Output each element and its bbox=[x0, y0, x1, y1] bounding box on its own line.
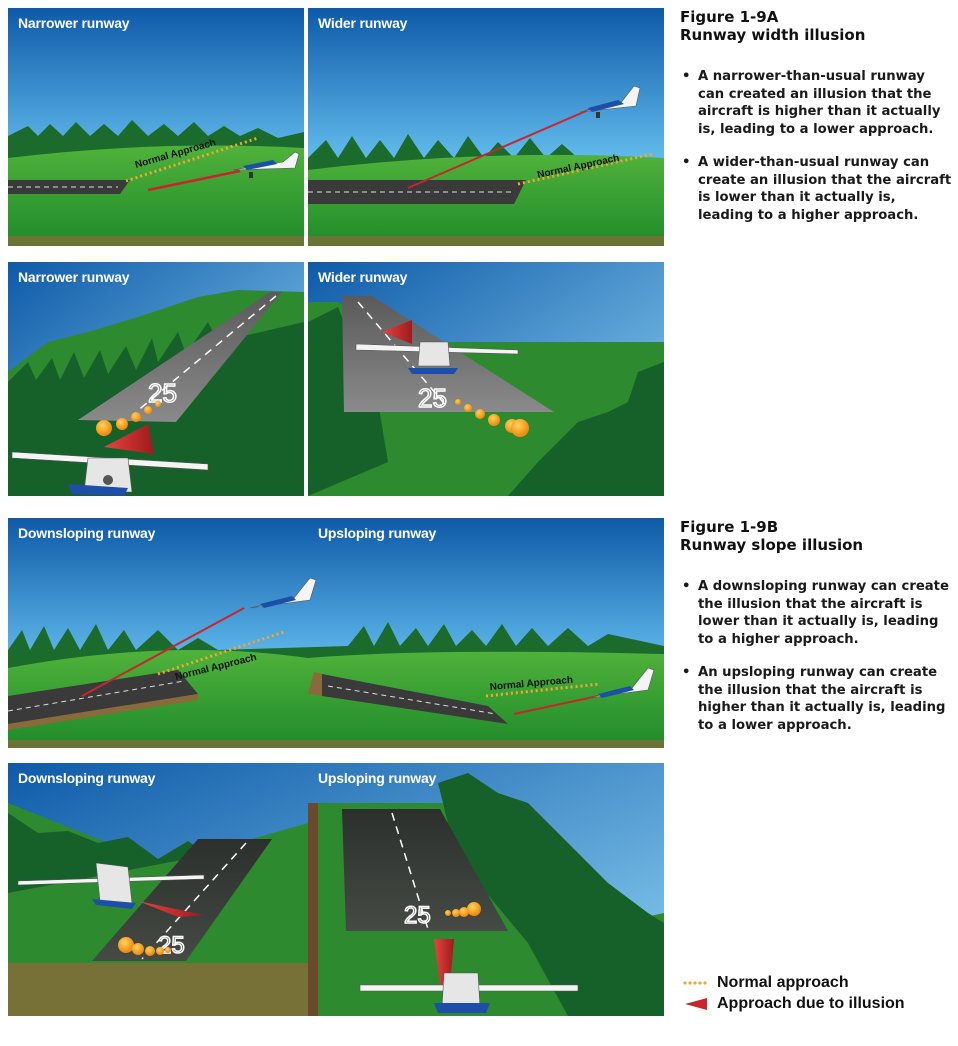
panel-slope-view: 25 25 Downslopin bbox=[8, 763, 664, 1016]
runway-number: 25 bbox=[404, 902, 431, 929]
panel-wider-view: 25 Wider runway bbox=[308, 262, 664, 496]
illusion-approach-path bbox=[407, 107, 594, 189]
runway bbox=[8, 180, 130, 194]
illusion-wedge bbox=[104, 424, 154, 454]
illusion-wedge bbox=[382, 320, 412, 344]
scene-wider-view: 25 bbox=[308, 262, 664, 496]
legend-normal: Normal approach bbox=[683, 972, 905, 993]
runway-number: 25 bbox=[148, 378, 177, 408]
normal-approach-balls bbox=[455, 399, 529, 437]
normal-approach-balls bbox=[118, 902, 481, 956]
normal-approach-path bbox=[157, 630, 285, 676]
dotted-line-icon bbox=[683, 980, 707, 985]
panel-label: Upsloping runway bbox=[318, 770, 437, 786]
panel-label: Downsloping runway bbox=[18, 525, 156, 541]
panel-label: Upsloping runway bbox=[318, 525, 437, 541]
panel-label: Narrower runway bbox=[18, 15, 130, 31]
tree-line bbox=[8, 813, 208, 893]
figure-b-title: Figure 1-9B Runway slope illusion bbox=[680, 518, 863, 554]
bullet-item: A wider-than-usual runway can create an … bbox=[680, 154, 952, 224]
airplane-icon bbox=[17, 862, 205, 909]
airplane-icon bbox=[579, 85, 641, 118]
figure-b-number: Figure 1-9B bbox=[680, 518, 779, 536]
airplane-icon bbox=[11, 451, 209, 496]
figure-a-title: Figure 1-9A Runway width illusion bbox=[680, 8, 865, 44]
normal-approach-path bbox=[517, 152, 654, 186]
illusion-wedge bbox=[138, 901, 204, 917]
airplane-icon bbox=[359, 972, 579, 1013]
illusion-approach-path bbox=[147, 169, 241, 192]
legend-normal-label: Normal approach bbox=[717, 973, 849, 991]
airplane-icon bbox=[232, 151, 300, 178]
bullet-item: An upsloping runway can create the illus… bbox=[680, 664, 952, 734]
tree-line bbox=[438, 773, 664, 1016]
panel-wider-side: Normal Approach Wider runway bbox=[308, 8, 664, 246]
tree-line bbox=[508, 362, 664, 496]
legend-illusion: Approach due to illusion bbox=[683, 993, 905, 1014]
scene-slope-side: Normal Approach Normal Approach bbox=[8, 518, 664, 748]
airplane-icon bbox=[355, 341, 519, 374]
figure-a-number: Figure 1-9A bbox=[680, 8, 779, 26]
runway-upslope bbox=[322, 674, 508, 724]
runway-number: 25 bbox=[158, 932, 185, 959]
scene-slope-view: 25 25 bbox=[8, 763, 664, 1016]
legend-illusion-label: Approach due to illusion bbox=[717, 994, 905, 1012]
bullet-item: A downsloping runway can create the illu… bbox=[680, 578, 952, 648]
figure-a-bullets: A narrower-than-usual runway can created… bbox=[680, 68, 952, 240]
panel-label: Downsloping runway bbox=[18, 770, 156, 786]
runway-number: 25 bbox=[418, 383, 447, 413]
runway-downslope bbox=[92, 839, 272, 961]
panel-narrower-side: Normal Approach Narrower runway bbox=[8, 8, 304, 246]
panel-label: Wider runway bbox=[318, 269, 408, 285]
airplane-icon bbox=[587, 667, 655, 699]
panel-narrower-view: 25 Narrower runway bbox=[8, 262, 304, 496]
illusion-approach-path bbox=[81, 607, 245, 697]
runway-upslope bbox=[342, 809, 508, 931]
normal-approach-path bbox=[485, 682, 601, 698]
red-wedge-icon bbox=[685, 997, 707, 1010]
figure-a-subtitle: Runway width illusion bbox=[680, 26, 866, 44]
figure-b-subtitle: Runway slope illusion bbox=[680, 536, 864, 554]
panel-label: Wider runway bbox=[318, 15, 408, 31]
panel-label: Narrower runway bbox=[18, 269, 130, 285]
runway-downslope bbox=[8, 670, 198, 724]
runway bbox=[78, 292, 282, 422]
normal-approach-balls bbox=[96, 401, 161, 436]
scene-narrower-view: 25 bbox=[8, 262, 304, 496]
panel-slope-side: Normal Approach Normal Approach Downslop… bbox=[8, 518, 664, 748]
scene-narrower-side: Normal Approach bbox=[8, 8, 304, 246]
scene-wider-side: Normal Approach bbox=[308, 8, 664, 246]
airplane-icon bbox=[249, 577, 317, 609]
illusion-approach-path bbox=[513, 695, 599, 715]
bullet-item: A narrower-than-usual runway can created… bbox=[680, 68, 952, 138]
normal-approach-path bbox=[125, 136, 259, 183]
figure-b-bullets: A downsloping runway can create the illu… bbox=[680, 578, 952, 750]
legend: Normal approach Approach due to illusion bbox=[683, 972, 905, 1014]
